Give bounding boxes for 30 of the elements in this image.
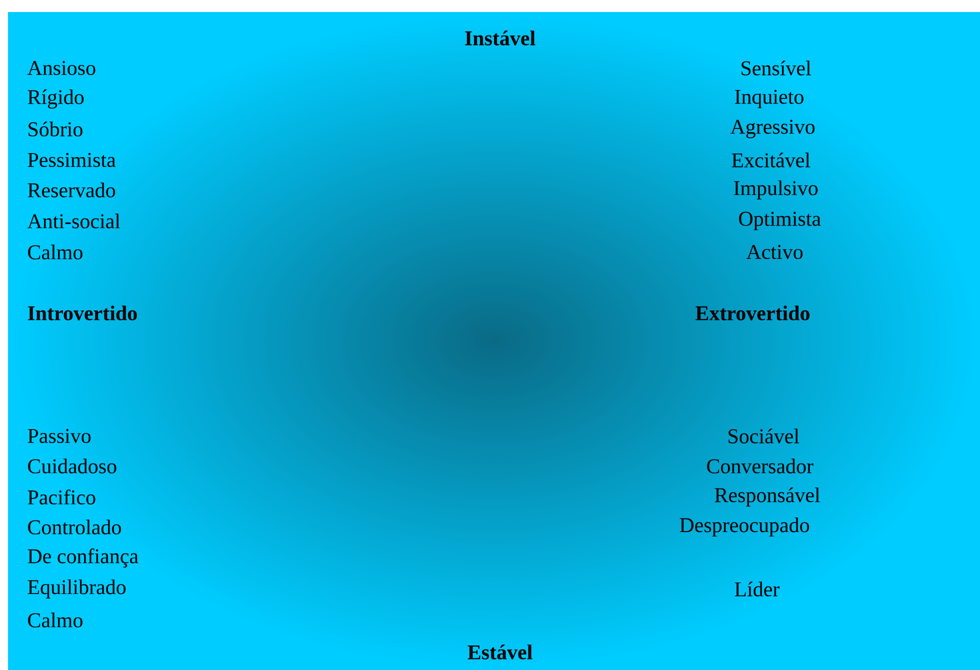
trait-label: De confiança bbox=[28, 548, 138, 568]
trait-label: Líder bbox=[734, 582, 780, 596]
trait-label: Cuidadoso bbox=[28, 458, 116, 474]
trait-label: Conversador bbox=[707, 458, 814, 474]
trait-label: Responsável bbox=[714, 487, 820, 507]
trait-label: Equilibrado bbox=[28, 579, 126, 599]
trait-label: Calmo bbox=[28, 612, 82, 628]
trait-label: Anti-social bbox=[27, 214, 120, 228]
axis-label: Estável bbox=[468, 644, 532, 660]
axis-label: Extrovertido bbox=[696, 306, 810, 320]
trait-label: Pessimista bbox=[28, 152, 116, 168]
trait-label: Reservado bbox=[28, 182, 116, 198]
trait-label: Sociável bbox=[728, 428, 800, 444]
trait-label: Excitável bbox=[732, 152, 810, 168]
axis-label: Introvertido bbox=[28, 306, 137, 320]
trait-label: Inquieto bbox=[734, 90, 804, 108]
trait-label: Pacifico bbox=[28, 490, 96, 504]
trait-label: Controlado bbox=[28, 520, 121, 534]
trait-label: Optimista bbox=[739, 212, 821, 230]
trait-label: Rígido bbox=[28, 89, 84, 109]
trait-label: Sóbrio bbox=[28, 122, 82, 136]
trait-label: Agressivo bbox=[730, 120, 815, 138]
trait-label: Despreocupado bbox=[680, 517, 810, 537]
axis-label: Instável bbox=[465, 30, 536, 46]
trait-label: Sensível bbox=[742, 60, 811, 76]
trait-label: Passivo bbox=[28, 428, 91, 444]
trait-label: Activo bbox=[746, 244, 803, 260]
trait-label: Ansioso bbox=[27, 60, 96, 76]
trait-label: Calmo bbox=[28, 244, 82, 260]
trait-label: Impulsivo bbox=[734, 180, 818, 200]
